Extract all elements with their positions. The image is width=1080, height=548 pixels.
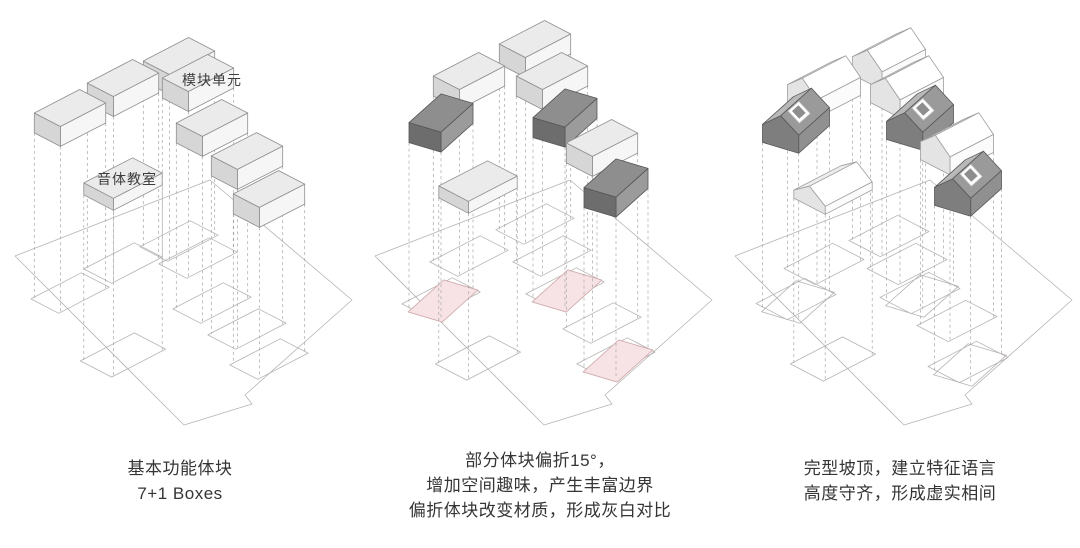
caption-line: 增加空间趣味，产生丰富边界	[426, 476, 654, 495]
axon-diagram-rotated-boxes	[374, 20, 713, 426]
panel-base-boxes: 模块单元 音体教室 基本功能体块 7+1 Boxes	[0, 0, 360, 548]
caption-line: 完型坡顶，建立特征语言	[803, 459, 997, 478]
caption-line: 基本功能体块	[127, 459, 233, 478]
caption-line: 高度守齐，形成虚实相间	[803, 484, 997, 503]
axon-diagram-base-boxes	[14, 37, 353, 426]
caption-line: 部分体块偏折15°，	[465, 451, 615, 470]
caption-line: 偏折体块改变材质，形成灰白对比	[408, 501, 672, 520]
axon-diagram-pitched-roofs	[734, 27, 1073, 426]
caption-pitched-roofs: 完型坡顶，建立特征语言 高度守齐，形成虚实相间	[720, 456, 1080, 506]
caption-rotated-boxes: 部分体块偏折15°， 增加空间趣味，产生丰富边界 偏折体块改变材质，形成灰白对比	[360, 448, 720, 523]
caption-line: 7+1 Boxes	[137, 484, 223, 503]
panel-rotated-boxes: 部分体块偏折15°， 增加空间趣味，产生丰富边界 偏折体块改变材质，形成灰白对比	[360, 0, 720, 548]
panel-pitched-roofs: 完型坡顶，建立特征语言 高度守齐，形成虚实相间	[720, 0, 1080, 548]
caption-base-boxes: 基本功能体块 7+1 Boxes	[0, 456, 360, 506]
